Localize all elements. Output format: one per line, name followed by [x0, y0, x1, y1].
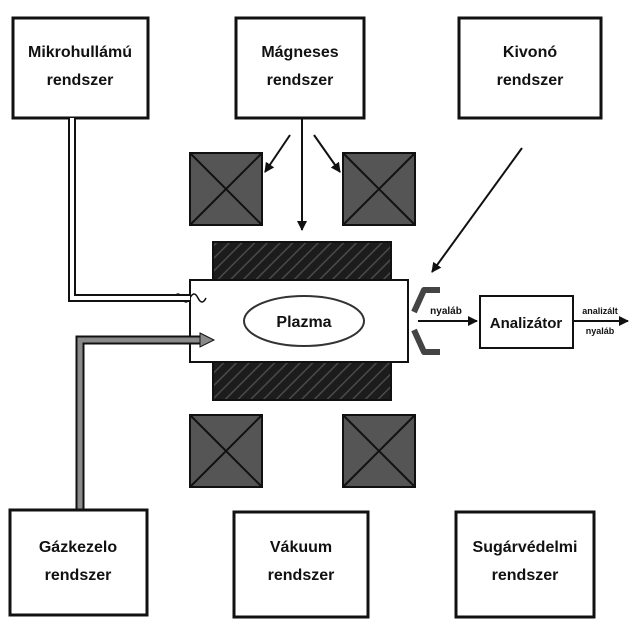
microwave-system-box: Mikrohullámú rendszer	[11, 16, 150, 120]
microwave-line2: rendszer	[47, 72, 114, 89]
vacuum-system-box: Vákuum rendszer	[232, 510, 370, 619]
gas-handling-system-box: Gázkezelo rendszer	[8, 508, 149, 617]
microwave-line1: Mikrohullámú	[28, 44, 132, 61]
vacuum-line2: rendszer	[268, 567, 335, 584]
plasma-ellipse	[243, 295, 365, 347]
magnetic-system-box: Mágneses rendszer	[234, 16, 366, 120]
extractor-arrow	[431, 147, 523, 273]
beam-label: nyaláb	[430, 306, 462, 317]
radiation-line1: Sugárvédelmi	[473, 539, 578, 556]
gas-line1: Gázkezelo	[39, 539, 117, 556]
coil-top	[212, 241, 392, 281]
magnet-bottom-right	[342, 414, 416, 488]
vacuum-line1: Vákuum	[270, 539, 332, 556]
magnet-bottom-left	[189, 414, 263, 488]
magnet-top-left	[189, 152, 263, 226]
extractor-line1: Kivonó	[503, 44, 557, 61]
magnetic-line2: rendszer	[267, 72, 334, 89]
analyzed-beam-line2: nyaláb	[586, 326, 615, 336]
radiation-line2: rendszer	[492, 567, 559, 584]
plasma-label: Plazma	[276, 314, 331, 331]
magnet-top-right	[342, 152, 416, 226]
coil-bottom	[212, 361, 392, 401]
extraction-electrode-bottom	[411, 328, 440, 355]
analyzer-box: Analizátor	[479, 295, 574, 349]
magnetic-arrow-right	[313, 134, 341, 173]
gas-feed-pipe	[75, 335, 200, 510]
magnetic-line1: Mágneses	[261, 44, 338, 61]
radiation-protection-system-box: Sugárvédelmi rendszer	[454, 510, 596, 619]
extractor-line2: rendszer	[497, 72, 564, 89]
magnetic-arrow-left	[264, 134, 291, 173]
extractor-system-box: Kivonó rendszer	[457, 16, 603, 120]
gas-feed-arrow-icon	[199, 332, 216, 348]
extraction-electrode-top	[411, 287, 440, 314]
analyzed-beam-line1: analizált	[582, 306, 618, 316]
microwave-line	[68, 118, 190, 302]
analyzer-label: Analizátor	[490, 315, 563, 332]
gas-line2: rendszer	[45, 567, 112, 584]
